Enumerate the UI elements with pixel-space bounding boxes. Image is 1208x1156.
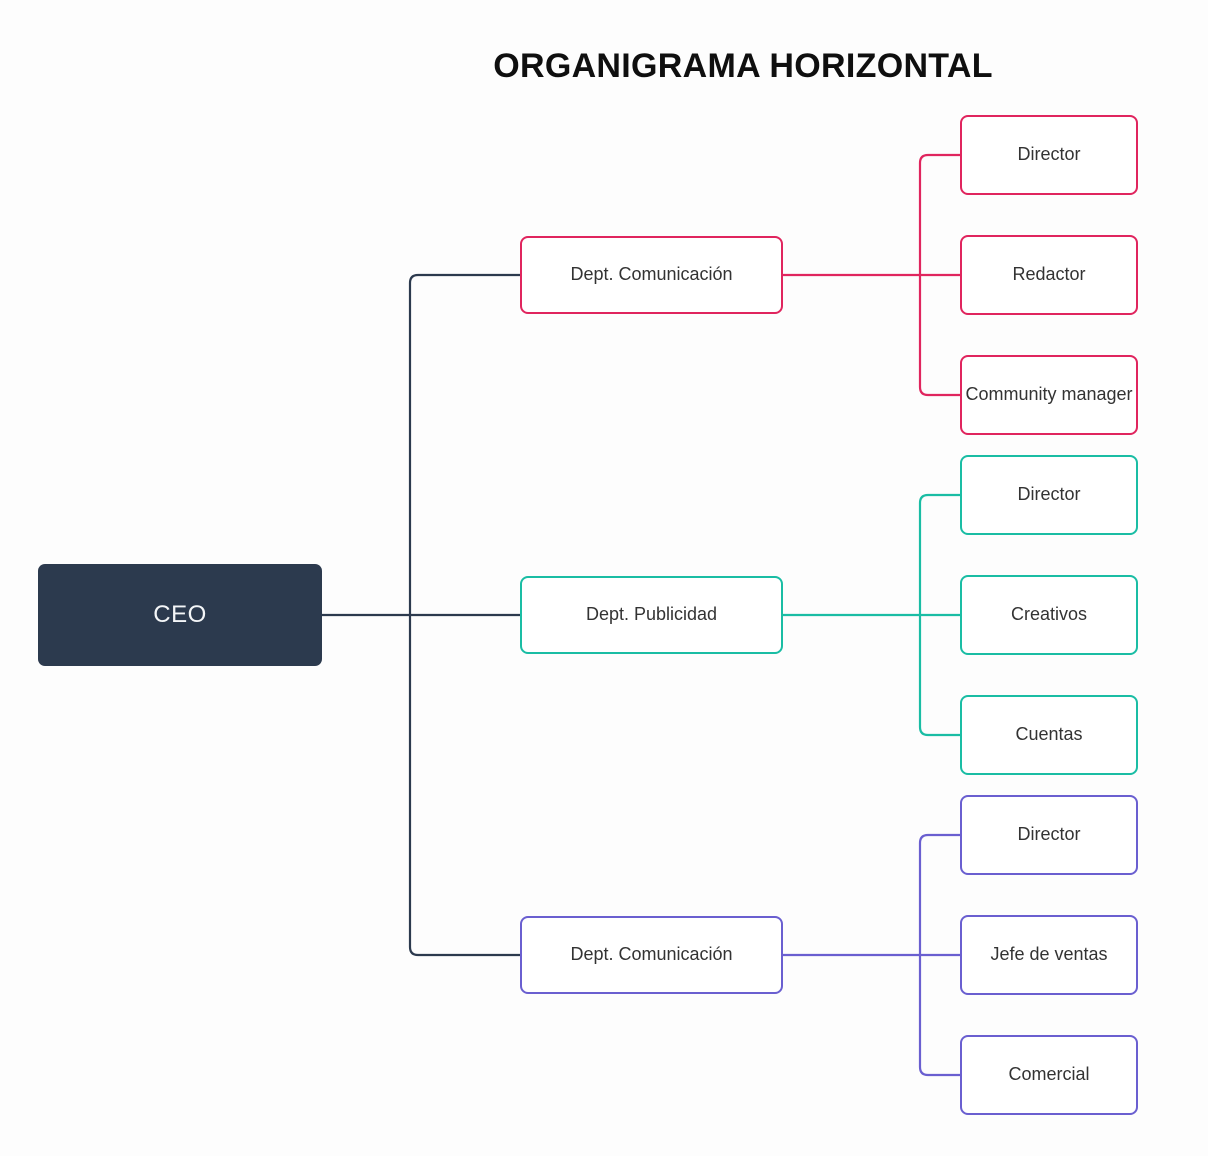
node-branch1-director: Director [960,115,1138,195]
node-branch2-creativos: Creativos [960,575,1138,655]
node-branch2-director: Director [960,455,1138,535]
connector-root-trunk [408,273,520,957]
connector-branch2-spine [918,493,960,737]
node-dept-publicidad: Dept. Publicidad [520,576,783,654]
node-branch3-comercial: Comercial [960,1035,1138,1115]
node-branch3-jefe-de-ventas: Jefe de ventas [960,915,1138,995]
connector-branch1-spine [918,153,960,397]
node-dept-comunicacion-1: Dept. Comunicación [520,236,783,314]
node-branch3-director: Director [960,795,1138,875]
chart-title: ORGANIGRAMA HORIZONTAL [493,47,993,85]
node-ceo: CEO [38,564,322,666]
node-branch1-redactor: Redactor [960,235,1138,315]
node-branch2-cuentas: Cuentas [960,695,1138,775]
node-branch1-community-manager: Community manager [960,355,1138,435]
node-dept-comunicacion-2: Dept. Comunicación [520,916,783,994]
connector-branch3-spine [918,833,960,1077]
